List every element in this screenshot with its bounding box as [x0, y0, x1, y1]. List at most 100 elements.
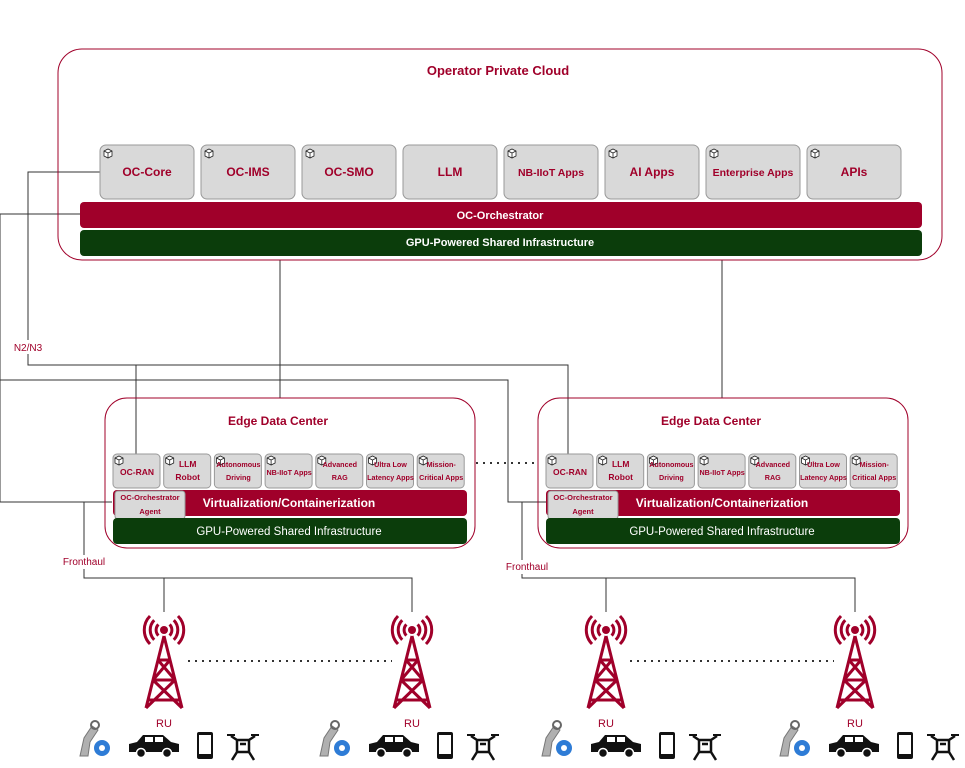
edge-app-llm-robot[interactable]: LLM Robot	[163, 453, 212, 489]
container-icon	[507, 148, 517, 159]
edge-infra-bar	[546, 518, 900, 544]
cloud-infra-bar	[80, 230, 922, 256]
cloud-app-apis[interactable]: APIs	[806, 144, 902, 200]
phone-icon	[659, 732, 675, 759]
ru-label: RU	[598, 718, 614, 730]
edge-app-label: Autonomous	[216, 460, 260, 469]
edge-title: Edge Data Center	[661, 414, 761, 428]
agent-label: OC-Orchestrator	[120, 493, 179, 502]
container-icon	[649, 455, 658, 466]
edge-app-label: Driving	[226, 473, 251, 482]
ru-tower-icon	[584, 614, 628, 710]
container-icon	[709, 148, 719, 159]
container-icon	[317, 455, 327, 466]
container-icon	[204, 148, 214, 159]
edge-app-nb-iiot-apps[interactable]: NB-IIoT Apps	[264, 453, 313, 489]
edge-app-label: Latency Apps	[800, 473, 847, 482]
ru-tower-icon	[390, 614, 434, 710]
container-icon	[368, 455, 377, 466]
edge-app-label: Robot	[175, 472, 200, 482]
edge-infra-label: GPU-Powered Shared Infrastructure	[196, 526, 381, 538]
container-icon	[418, 455, 428, 466]
container-icon	[810, 148, 820, 159]
container-icon	[598, 455, 608, 466]
edge-app-nb-iiot-apps[interactable]: NB-IIoT Apps	[697, 453, 746, 489]
container-icon	[103, 148, 113, 159]
container-icon	[801, 455, 810, 466]
edge-app-label: Driving	[659, 473, 684, 482]
cloud-app-ai-apps[interactable]: AI Apps	[604, 144, 700, 200]
edge-app-label: RAG	[332, 473, 348, 482]
edge-app-label: Robot	[608, 472, 633, 482]
edge-title: Edge Data Center	[228, 414, 328, 428]
cloud-app-enterprise-apps[interactable]: Enterprise Apps	[705, 144, 801, 200]
cloud-app-oc-ims[interactable]: OC-IMS	[200, 144, 296, 200]
edge-app-oc-ran[interactable]: OC-RAN	[112, 453, 161, 489]
edge-app-label: Critical Apps	[419, 473, 463, 482]
container-icon	[305, 148, 315, 159]
edge-app-label: OC-RAN	[553, 467, 587, 477]
ru-tower-icon	[142, 614, 186, 710]
n2n3-label: N2/N3	[14, 343, 43, 354]
container-icon	[114, 455, 124, 466]
car-icon	[829, 735, 879, 759]
virtualization-label: Virtualization/Containerization	[203, 496, 375, 510]
edge-app-label: Mission-	[427, 460, 457, 469]
edge-app-mission-critical-apps[interactable]: Mission- Critical Apps	[416, 453, 465, 489]
oc-orchestrator-label: OC-Orchestrator	[457, 210, 545, 222]
edge-app-label: Advanced	[756, 460, 790, 469]
edge-app-oc-ran[interactable]: OC-RAN	[545, 453, 594, 489]
edge-app-llm-robot[interactable]: LLM Robot	[596, 453, 645, 489]
edge-app-label: RAG	[765, 473, 781, 482]
cloud-app-nb-iiot-apps[interactable]: NB-IIoT Apps	[503, 144, 599, 200]
edge-app-mission-critical-apps[interactable]: Mission-Critical Apps	[849, 453, 898, 489]
edge-app-label: Latency Apps	[367, 473, 414, 482]
edge-app-label: NB-IIoT Apps	[699, 468, 744, 477]
robot-arm-icon	[541, 720, 572, 757]
edge-app-label: LLM	[179, 459, 196, 469]
cloud-container	[57, 48, 943, 261]
fronthaul-label-bg	[58, 555, 110, 569]
phone-icon	[897, 732, 913, 759]
container-icon	[165, 455, 175, 466]
edge-container	[104, 397, 476, 549]
ru-tower-icon	[833, 614, 877, 710]
fronthaul-label: Fronthaul	[506, 562, 548, 573]
virtualization-bar	[113, 490, 467, 516]
cloud-app-label: OC-Core	[122, 165, 172, 179]
edge-app-label: LLM	[612, 459, 629, 469]
drone-icon	[467, 734, 499, 761]
container-icon	[851, 455, 861, 466]
car-icon	[369, 735, 419, 759]
connection-lines	[0, 171, 856, 612]
container-icon	[216, 455, 225, 466]
cloud-app-oc-core[interactable]: OC-Core	[99, 144, 195, 200]
agent-label: Agent	[139, 507, 161, 516]
edge-app-label: Ultra Low	[807, 460, 840, 469]
ru-label: RU	[156, 718, 172, 730]
ru-label: RU	[847, 718, 863, 730]
edge-app-label: Ultra Low	[374, 460, 407, 469]
drone-icon	[689, 734, 721, 761]
edge-app-label: OC-RAN	[120, 467, 154, 477]
oc-orchestrator-bar	[80, 202, 922, 228]
cloud-app-label: Enterprise Apps	[713, 167, 794, 179]
cloud-infra-label: GPU-Powered Shared Infrastructure	[406, 237, 594, 249]
drone-icon	[227, 734, 259, 761]
edge-app-label: Mission-	[860, 460, 890, 469]
cloud-app-llm[interactable]: LLM	[402, 144, 498, 200]
cloud-app-oc-smo[interactable]: OC-SMO	[301, 144, 397, 200]
robot-arm-icon	[319, 720, 350, 757]
